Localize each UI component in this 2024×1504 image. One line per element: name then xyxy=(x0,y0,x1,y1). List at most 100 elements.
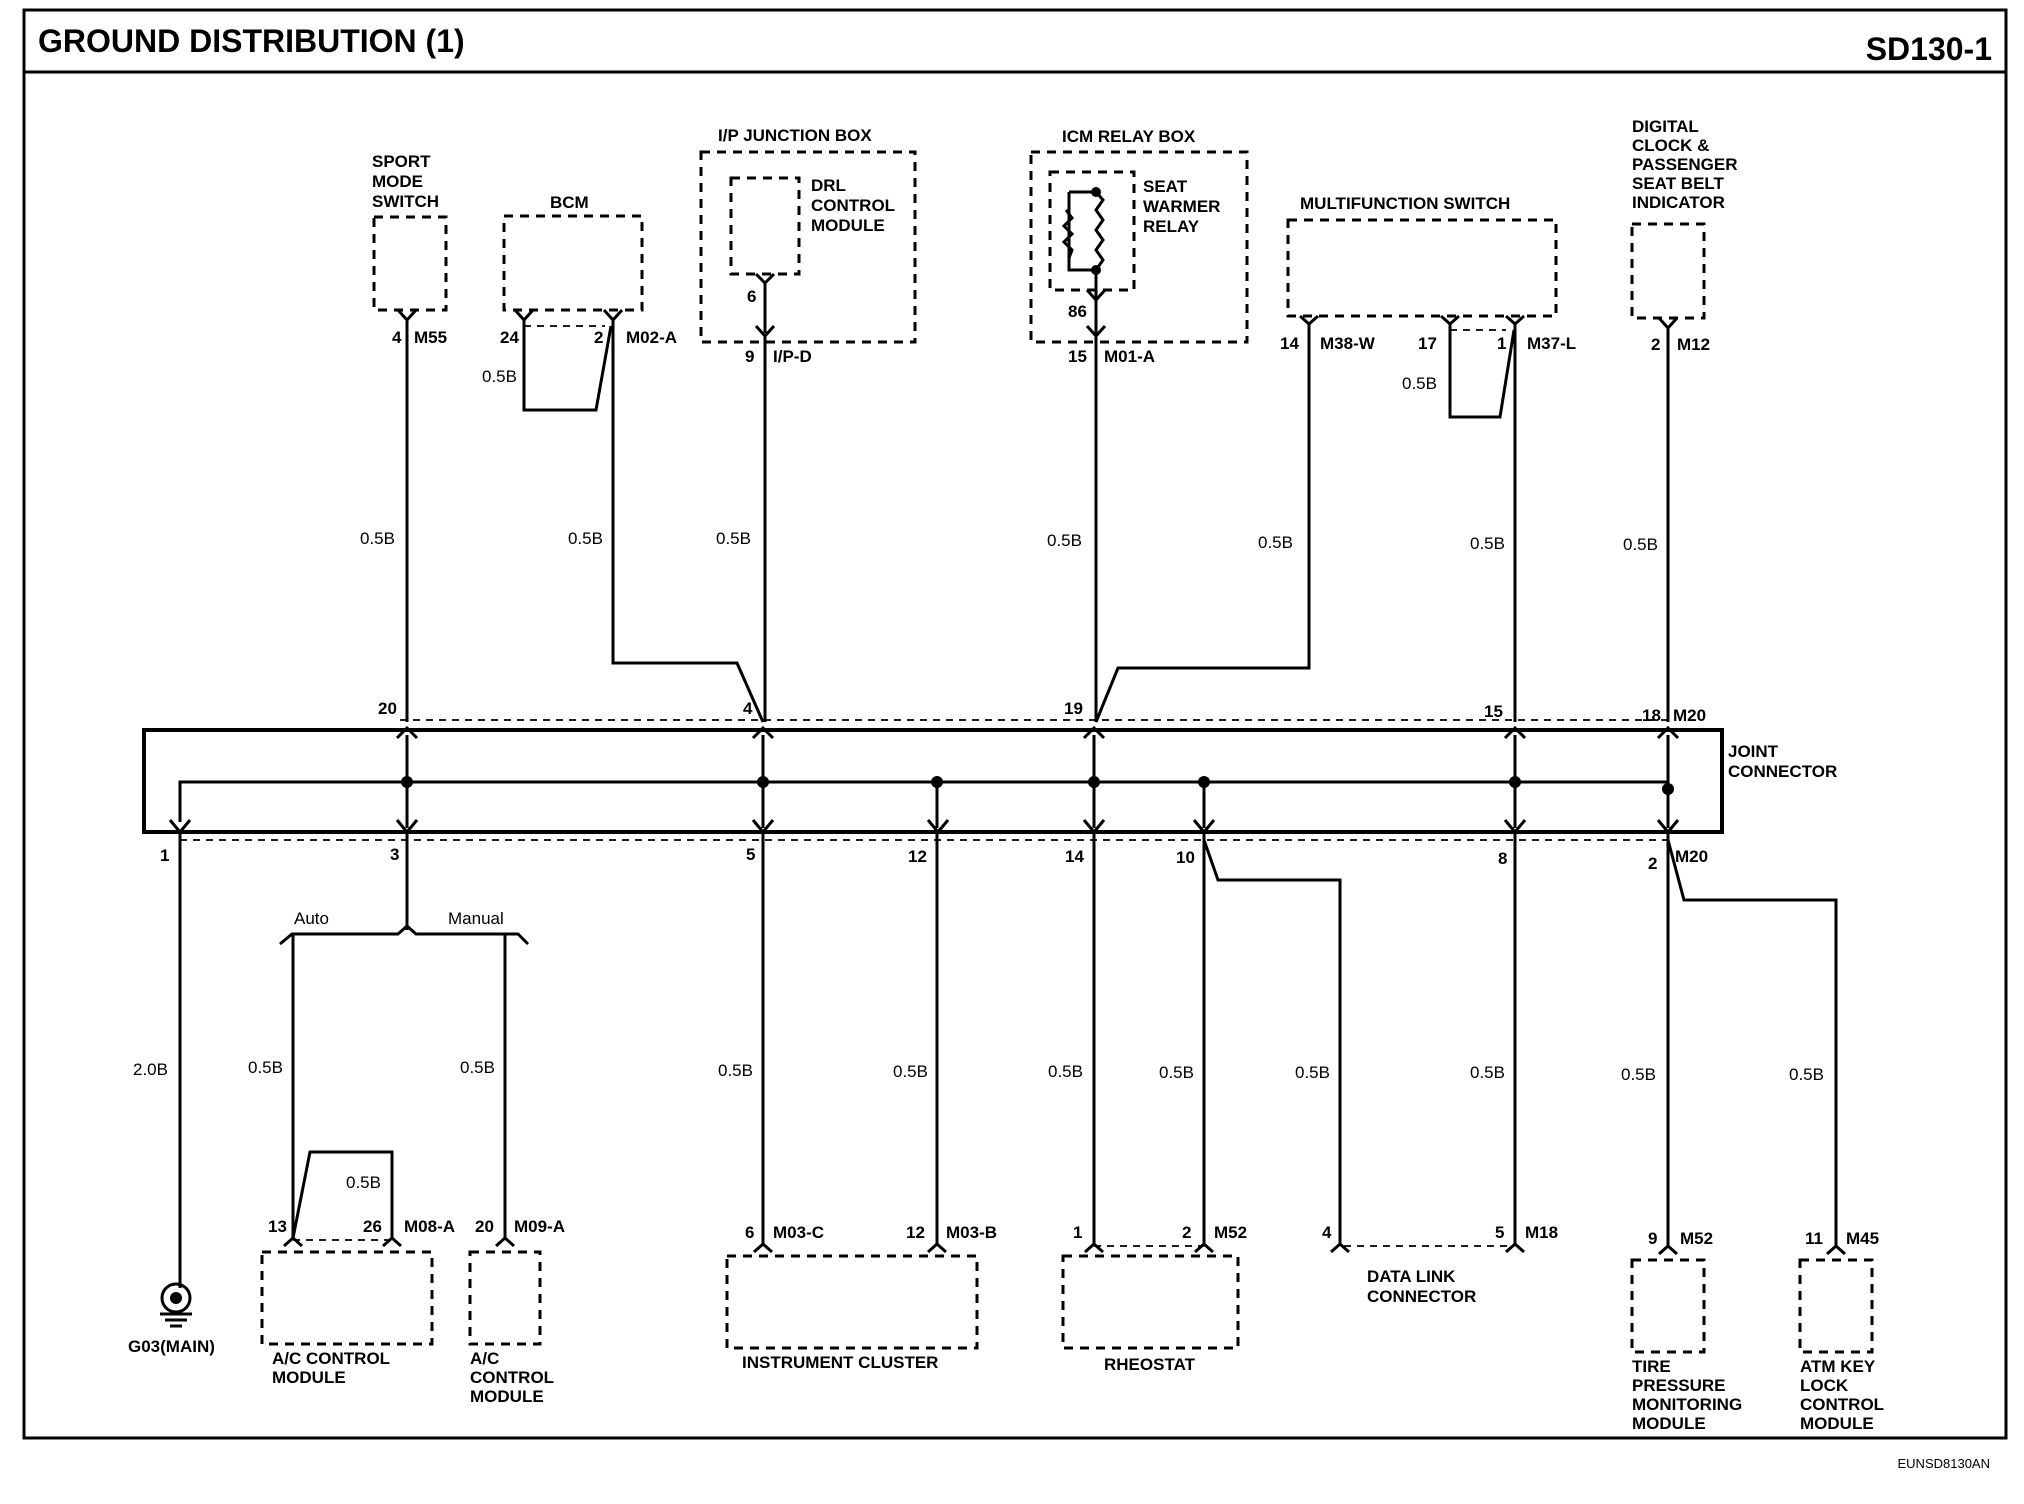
svg-text:RHEOSTAT: RHEOSTAT xyxy=(1104,1355,1196,1374)
svg-text:TIRE: TIRE xyxy=(1632,1357,1671,1376)
svg-text:14: 14 xyxy=(1280,334,1299,353)
svg-text:0.5B: 0.5B xyxy=(248,1058,283,1077)
svg-text:BCM: BCM xyxy=(550,193,589,212)
ground-icon xyxy=(160,1282,192,1314)
svg-text:0.5B: 0.5B xyxy=(1621,1065,1656,1084)
page-title: GROUND DISTRIBUTION (1) xyxy=(38,23,465,59)
svg-text:0.5B: 0.5B xyxy=(1159,1063,1194,1082)
svg-text:0.5B: 0.5B xyxy=(568,529,603,548)
joint-connector-id: M20 xyxy=(1673,706,1706,725)
svg-text:1: 1 xyxy=(160,846,169,865)
svg-text:2: 2 xyxy=(594,328,603,347)
svg-text:0.5B: 0.5B xyxy=(893,1062,928,1081)
svg-text:0.5B: 0.5B xyxy=(1295,1063,1330,1082)
svg-text:9: 9 xyxy=(745,347,754,366)
svg-text:M09-A: M09-A xyxy=(514,1217,565,1236)
svg-text:0.5B: 0.5B xyxy=(716,529,751,548)
svg-text:M52: M52 xyxy=(1214,1223,1247,1242)
ground-g03: 1 2.0B G03(MAIN) xyxy=(128,832,215,1356)
svg-text:0.5B: 0.5B xyxy=(1402,374,1437,393)
svg-text:MODE: MODE xyxy=(372,172,423,191)
svg-text:M38-W: M38-W xyxy=(1320,334,1376,353)
svg-text:0.5B: 0.5B xyxy=(1470,534,1505,553)
svg-text:6: 6 xyxy=(745,1223,754,1242)
svg-text:MODULE: MODULE xyxy=(272,1368,346,1387)
svg-text:SWITCH: SWITCH xyxy=(372,192,439,211)
svg-text:SEAT BELT: SEAT BELT xyxy=(1632,174,1725,193)
joint-connector-id: M20 xyxy=(1675,847,1708,866)
svg-text:4: 4 xyxy=(392,328,402,347)
svg-text:G03(MAIN): G03(MAIN) xyxy=(128,1337,215,1356)
svg-text:INDICATOR: INDICATOR xyxy=(1632,193,1725,212)
svg-text:M03-C: M03-C xyxy=(773,1223,824,1242)
ac-control-module-auto: 0.5B 0.5B 13 26 M08-A A/C CONTROL MODULE xyxy=(248,934,455,1387)
svg-text:I/P JUNCTION BOX: I/P JUNCTION BOX xyxy=(718,126,872,145)
svg-text:M01-A: M01-A xyxy=(1104,347,1155,366)
diagram-frame xyxy=(22,8,2008,1440)
svg-text:Auto: Auto xyxy=(294,909,329,928)
svg-text:0.5B: 0.5B xyxy=(482,367,517,386)
svg-text:DRL: DRL xyxy=(811,176,846,195)
svg-text:86: 86 xyxy=(1068,302,1087,321)
svg-text:0.5B: 0.5B xyxy=(1258,533,1293,552)
svg-text:M45: M45 xyxy=(1846,1229,1879,1248)
page-code: SD130-1 xyxy=(1866,31,1992,67)
svg-text:19: 19 xyxy=(1064,699,1083,718)
svg-text:0.5B: 0.5B xyxy=(1623,535,1658,554)
multifunction-switch: MULTIFUNCTION SWITCH 14 M38-W 17 1 M37-L… xyxy=(1094,194,1576,723)
sport-mode-switch: SPORT MODE SWITCH 4 M55 0.5B 20 xyxy=(360,152,448,722)
svg-text:6: 6 xyxy=(747,287,756,306)
svg-text:14: 14 xyxy=(1065,847,1084,866)
svg-text:M12: M12 xyxy=(1677,335,1710,354)
joint-connector-label: JOINT xyxy=(1728,742,1779,761)
instrument-cluster: 5 12 0.5B 0.5B 6 M03-C 12 M03-B INSTRUME… xyxy=(718,832,997,1372)
svg-text:M37-L: M37-L xyxy=(1527,334,1576,353)
svg-text:M52: M52 xyxy=(1680,1229,1713,1248)
svg-text:15: 15 xyxy=(1068,347,1087,366)
svg-text:M03-B: M03-B xyxy=(946,1223,997,1242)
rheostat: 14 10 0.5B 0.5B 1 2 M52 RHEOSTAT xyxy=(1048,832,1247,1374)
svg-text:PASSENGER: PASSENGER xyxy=(1632,155,1738,174)
svg-text:0.5B: 0.5B xyxy=(1470,1063,1505,1082)
svg-text:DATA LINK: DATA LINK xyxy=(1367,1267,1456,1286)
footer-code: EUNSD8130AN xyxy=(1898,1456,1991,1471)
svg-text:MODULE: MODULE xyxy=(1800,1414,1874,1433)
svg-text:DIGITAL: DIGITAL xyxy=(1632,117,1699,136)
data-link-connector: 0.5B 8 0.5B 4 5 M18 DATA LINK CONNECTOR xyxy=(1202,832,1558,1306)
ac-control-module-manual: 0.5B 20 M09-A A/C CONTROL MODULE xyxy=(460,934,565,1406)
svg-text:0.5B: 0.5B xyxy=(1047,531,1082,550)
ac-branch: 3 Auto Manual xyxy=(279,832,530,946)
svg-text:MULTIFUNCTION SWITCH: MULTIFUNCTION SWITCH xyxy=(1300,194,1510,213)
svg-text:0.5B: 0.5B xyxy=(346,1173,381,1192)
svg-text:MODULE: MODULE xyxy=(470,1387,544,1406)
svg-text:26: 26 xyxy=(363,1217,382,1236)
joint-connector: JOINT CONNECTOR M20 M20 xyxy=(142,706,1837,866)
svg-text:0.5B: 0.5B xyxy=(718,1061,753,1080)
svg-text:0.5B: 0.5B xyxy=(360,529,395,548)
svg-text:M02-A: M02-A xyxy=(626,328,677,347)
svg-text:Manual: Manual xyxy=(448,909,504,928)
svg-text:M18: M18 xyxy=(1525,1223,1558,1242)
svg-text:10: 10 xyxy=(1176,848,1195,867)
tire-pressure-monitoring-module: 2 0.5B 9 M52 TIRE PRESSURE MONITORING MO… xyxy=(1621,832,1742,1433)
svg-text:0.5B: 0.5B xyxy=(460,1058,495,1077)
svg-text:CONTROL: CONTROL xyxy=(811,196,895,215)
ip-junction-box: I/P JUNCTION BOX DRL CONTROL MODULE 6 9 … xyxy=(699,126,917,722)
svg-text:9: 9 xyxy=(1648,1229,1657,1248)
svg-text:CONTROL: CONTROL xyxy=(1800,1395,1884,1414)
svg-text:12: 12 xyxy=(908,847,927,866)
svg-text:11: 11 xyxy=(1805,1229,1823,1248)
svg-text:4: 4 xyxy=(1322,1223,1332,1242)
svg-text:M08-A: M08-A xyxy=(404,1217,455,1236)
svg-text:M55: M55 xyxy=(414,328,447,347)
svg-text:WARMER: WARMER xyxy=(1143,197,1220,216)
svg-text:3: 3 xyxy=(390,845,399,864)
atm-key-lock-control-module: 0.5B 11 M45 ATM KEY LOCK CONTROL MODULE xyxy=(1666,839,1884,1433)
svg-text:CONNECTOR: CONNECTOR xyxy=(1367,1287,1476,1306)
svg-text:I/P-D: I/P-D xyxy=(773,347,812,366)
svg-text:15: 15 xyxy=(1484,702,1503,721)
svg-text:CLOCK &: CLOCK & xyxy=(1632,136,1709,155)
joint-connector-label: CONNECTOR xyxy=(1728,762,1837,781)
svg-text:RELAY: RELAY xyxy=(1143,217,1200,236)
